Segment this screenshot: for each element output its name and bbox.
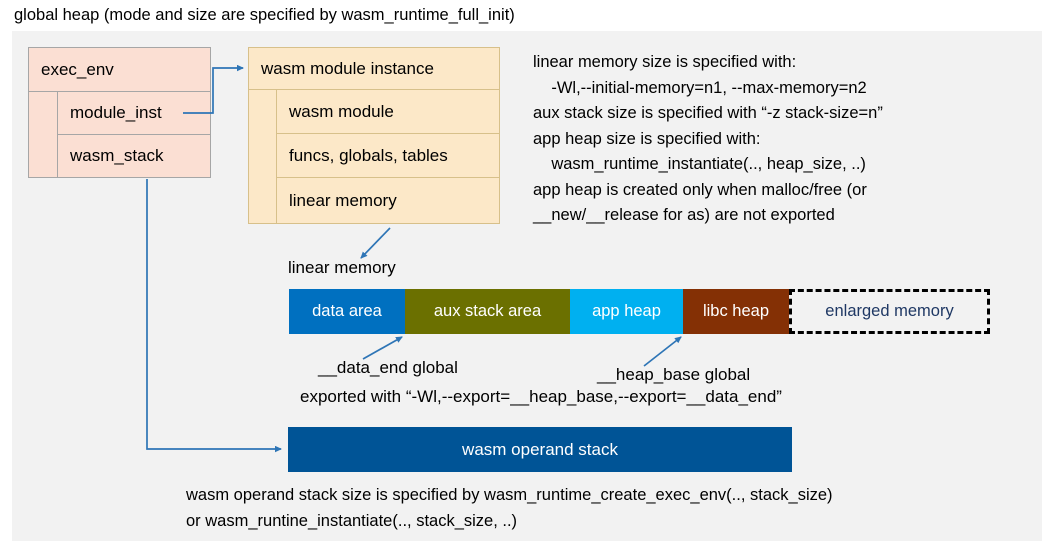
linear-memory-row-label: linear memory — [289, 190, 397, 210]
module-instance-header-label: wasm module instance — [261, 58, 434, 78]
operand-stack-note-line: or wasm_runtine_instantiate(.., stack_si… — [186, 511, 518, 530]
wasm-operand-stack-bar: wasm operand stack — [288, 427, 792, 472]
linear-memory-note-line: app heap size is specified with: — [533, 129, 761, 148]
module-inst-label: module_inst — [70, 103, 162, 122]
linear-memory-note-line: wasm_runtime_instantiate(.., heap_size, … — [533, 155, 866, 173]
wasm-module-label: wasm module — [289, 101, 394, 121]
linear-memory-note-line: __new/__release for as) are not exported — [533, 206, 835, 224]
annotation-heap-base: __heap_base global — [597, 365, 751, 384]
memory-segment-aux-stack-area: aux stack area — [405, 289, 570, 334]
memory-segment-libc-heap: libc heap — [683, 289, 789, 334]
linear-memory-note-line: app heap is created only when malloc/fre… — [533, 180, 867, 199]
memory-segment-label: aux stack area — [433, 302, 542, 320]
linear-memory-note: linear memory size is specified with: -W… — [533, 50, 883, 229]
funcs-globals-tables-label: funcs, globals, tables — [289, 145, 448, 165]
operand-stack-note-line: wasm operand stack size is specified by … — [186, 486, 833, 504]
linear-memory-note-line: -Wl,--initial-memory=n1, --max-memory=n2 — [533, 78, 867, 97]
wasm-module-instance-struct: wasm module instance wasm module funcs, … — [248, 47, 500, 224]
memory-segment-app-heap: app heap — [570, 289, 683, 334]
module-instance-row-funcs-globals-tables: funcs, globals, tables — [276, 133, 500, 178]
linear-memory-note-line: aux stack size is specified with “-z sta… — [533, 104, 883, 122]
memory-segment-label: app heap — [592, 302, 661, 320]
exec-env-field-wasm-stack: wasm_stack — [57, 134, 211, 178]
memory-segment-data-area: data area — [289, 289, 405, 334]
memory-segment-label: data area — [312, 302, 382, 320]
memory-segment-enlarged-memory: enlarged memory — [789, 289, 990, 334]
wasm-operand-stack-label: wasm operand stack — [462, 439, 618, 459]
exec-env-struct: exec_env module_inst wasm_stack — [28, 47, 211, 178]
module-instance-row-linear-memory: linear memory — [276, 177, 500, 224]
linear-memory-label: linear memory — [288, 258, 396, 277]
exec-env-header: exec_env — [28, 47, 211, 92]
memory-segment-label: libc heap — [702, 302, 770, 320]
linear-memory-note-line: linear memory size is specified with: — [533, 53, 797, 71]
exec-env-header-label: exec_env — [41, 59, 114, 79]
module-instance-row-wasm-module: wasm module — [276, 89, 500, 134]
annotation-data-end: __data_end global — [318, 358, 458, 377]
wasm-stack-label: wasm_stack — [70, 146, 164, 165]
module-instance-header: wasm module instance — [248, 47, 500, 90]
operand-stack-note: wasm operand stack size is specified by … — [186, 483, 833, 534]
linear-memory-bar: data area aux stack area app heap libc heap… — [289, 289, 990, 334]
diagram-title: global heap (mode and size are specified… — [14, 6, 515, 24]
exec-env-field-module-inst: module_inst — [57, 91, 211, 135]
memory-segment-label: enlarged memory — [825, 302, 954, 320]
annotation-exported-with: exported with “-Wl,--export=__heap_base,… — [300, 387, 782, 406]
